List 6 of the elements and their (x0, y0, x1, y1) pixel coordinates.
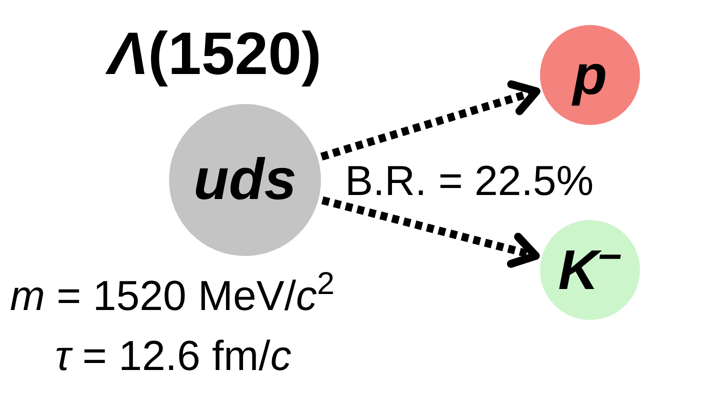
particle-symbol: uds (193, 151, 297, 209)
particle-symbol: K$^{–}$ (558, 242, 622, 298)
branching-ratio-text: B.R. = 22.5% (345, 160, 594, 202)
dotted-arrow (321, 196, 540, 268)
dotted-arrow (320, 80, 540, 161)
property-text: τ = 12.6 fm/c (55, 335, 292, 377)
